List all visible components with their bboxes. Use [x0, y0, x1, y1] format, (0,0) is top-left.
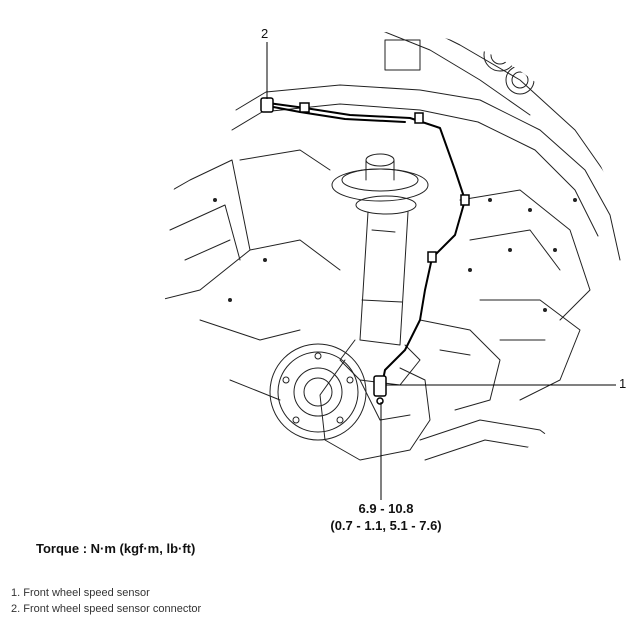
body-panel-outline: [162, 32, 621, 401]
parts-legend: 1. Front wheel speed sensor 2. Front whe…: [11, 585, 201, 617]
callout-1-number: 1: [619, 376, 627, 391]
strut-tower-holes: [384, 38, 535, 95]
torque-units-heading: Torque : N·m (kgf·m, lb·ft): [36, 541, 196, 556]
suspension-wheel-speed-sensor-drawing: [162, 32, 621, 500]
callout-leaders: [266, 42, 616, 500]
strut-body: [339, 211, 421, 386]
legend-item-2: 2. Front wheel speed sensor connector: [11, 603, 202, 615]
wheel-hub: [269, 343, 367, 441]
legend-item-1: 1. Front wheel speed sensor: [11, 587, 150, 599]
steering-knuckle: [319, 319, 501, 461]
torque-range-alt-units: (0.7 - 1.1, 5.1 - 7.6): [330, 518, 442, 533]
fastener-holes: [213, 198, 577, 312]
torque-range-nm: 6.9 - 10.8: [358, 501, 414, 516]
callout-2-number: 2: [261, 26, 269, 41]
sensor-connector: [260, 97, 470, 263]
spring-seat: [331, 153, 429, 215]
wheel-speed-sensor-harness: [267, 102, 466, 396]
lower-arm: [419, 419, 581, 461]
torque-specification: 6.9 - 10.8 (0.7 - 1.1, 5.1 - 7.6): [306, 500, 466, 534]
wheel-speed-sensor: [373, 375, 387, 405]
